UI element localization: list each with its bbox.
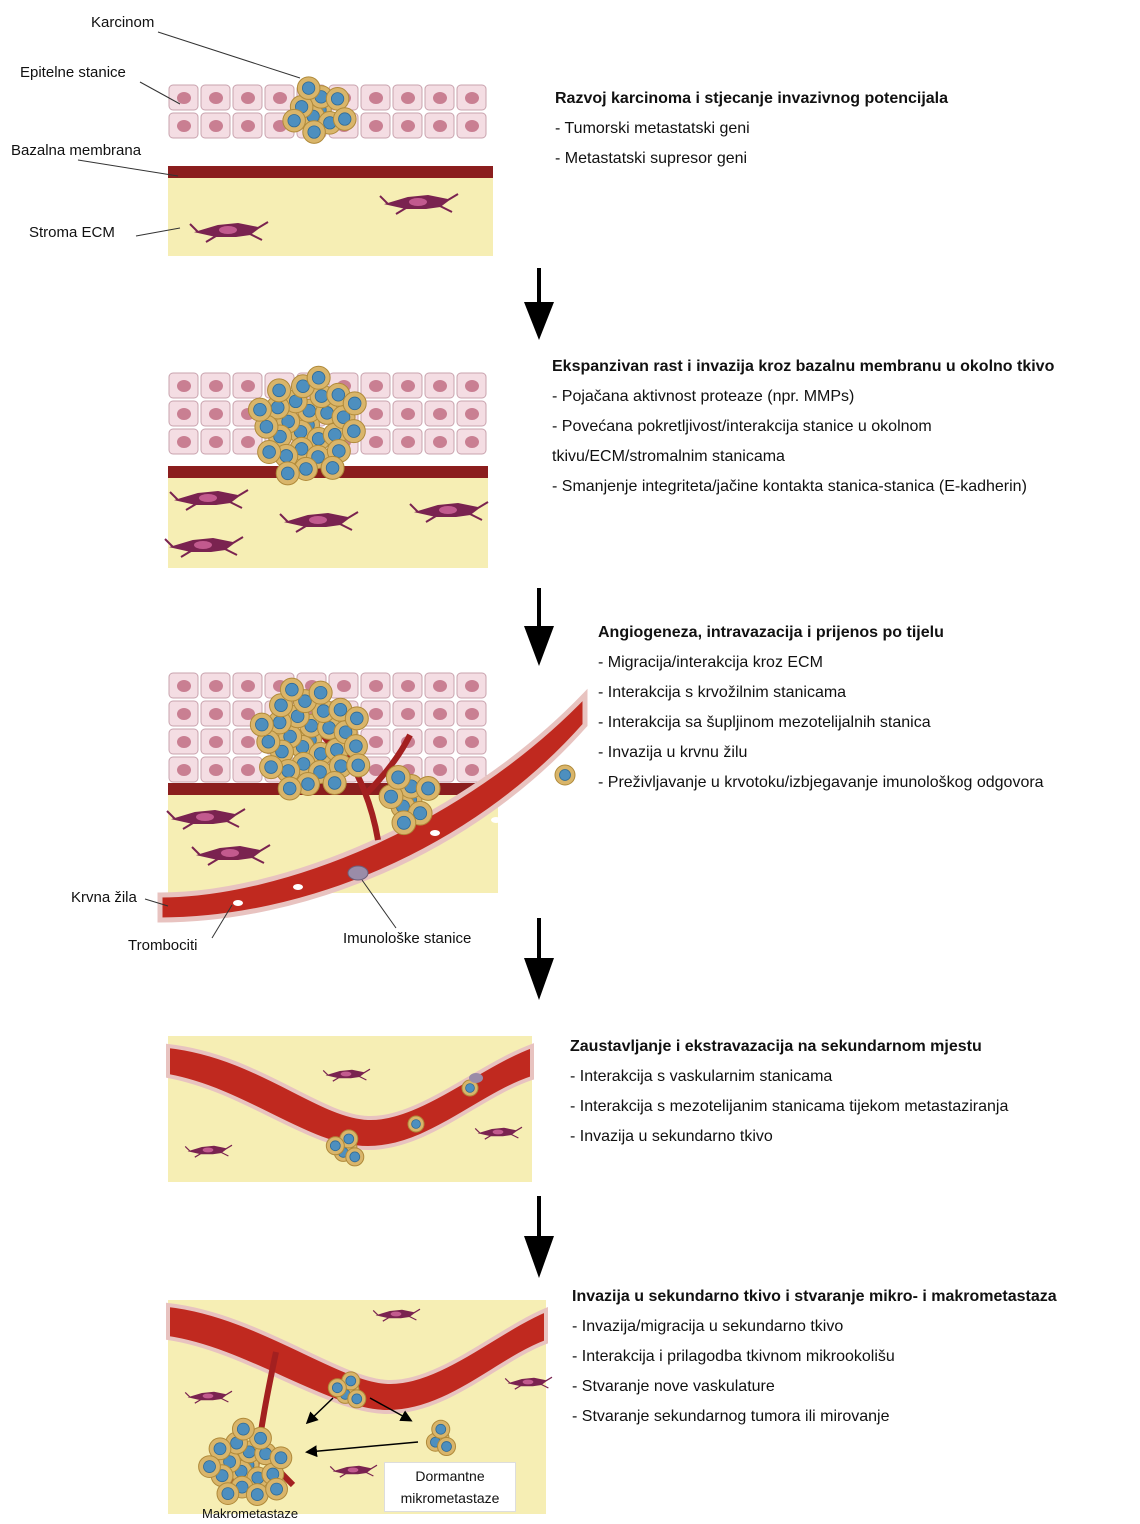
step-title: Zaustavljanje i ekstravazacija na sekund… bbox=[570, 1032, 1008, 1062]
step-title: Ekspanzivan rast i invazija kroz bazalnu… bbox=[552, 352, 1054, 382]
step-title: Razvoj karcinoma i stjecanje invazivnog … bbox=[555, 84, 948, 114]
epithelial-cell bbox=[457, 729, 486, 754]
tumor-cell bbox=[199, 1456, 221, 1478]
epithelial-cell bbox=[425, 401, 454, 426]
epithelial-cell bbox=[425, 673, 454, 698]
panel-4-illustration bbox=[168, 1036, 532, 1182]
step-5-text: Invazija u sekundarno tkivo i stvaranje … bbox=[572, 1282, 1057, 1432]
step-item: - Invazija u krvnu žilu bbox=[598, 738, 1044, 768]
epithelial-cell bbox=[425, 429, 454, 454]
step-2-text: Ekspanzivan rast i invazija kroz bazalnu… bbox=[552, 352, 1054, 502]
step-title: Invazija u sekundarno tkivo i stvaranje … bbox=[572, 1282, 1057, 1312]
tumor-cell bbox=[217, 1483, 239, 1505]
step-item: tkivu/ECM/stromalnim stanicama bbox=[552, 442, 1054, 472]
step-item: - Invazija u sekundarno tkivo bbox=[570, 1122, 1008, 1152]
circulating-tumor-cell bbox=[555, 765, 575, 785]
panel-3-leader-lines bbox=[0, 0, 420, 960]
step-item: - Tumorski metastatski geni bbox=[555, 114, 948, 144]
tumor-cell bbox=[326, 1137, 344, 1155]
tumor-cell bbox=[232, 1418, 254, 1440]
epithelial-cell bbox=[425, 85, 454, 110]
step-4-text: Zaustavljanje i ekstravazacija na sekund… bbox=[570, 1032, 1008, 1152]
epithelial-cell bbox=[425, 701, 454, 726]
epithelial-cell bbox=[457, 85, 486, 110]
label-dormantne-line2: mikrometastaze bbox=[391, 1487, 509, 1509]
step-item: - Preživljavanje u krvotoku/izbjegavanje… bbox=[598, 768, 1044, 798]
step-item: - Povećana pokretljivost/interakcija sta… bbox=[552, 412, 1054, 442]
epithelial-cell bbox=[425, 113, 454, 138]
step-item: - Interakcija sa šupljinom mezotelijalni… bbox=[598, 708, 1044, 738]
label-makrometastaze: Makrometastaze bbox=[202, 1506, 298, 1521]
epithelial-cell bbox=[457, 401, 486, 426]
label-dormantne-line1: Dormantne bbox=[391, 1465, 509, 1487]
step-3-text: Angiogeneza, intravazacija i prijenos po… bbox=[598, 618, 1044, 798]
epithelial-cell bbox=[457, 673, 486, 698]
step-1-text: Razvoj karcinoma i stjecanje invazivnog … bbox=[555, 84, 948, 174]
epithelial-cell bbox=[457, 429, 486, 454]
step-item: - Pojačana aktivnost proteaze (npr. MMPs… bbox=[552, 382, 1054, 412]
tumor-cell bbox=[408, 1116, 424, 1132]
down-arrow-icon bbox=[524, 918, 554, 1000]
tumor-cell bbox=[346, 1148, 364, 1166]
step-item: - Stvaranje sekundarnog tumora ili mirov… bbox=[572, 1402, 1057, 1432]
step-title: Angiogeneza, intravazacija i prijenos po… bbox=[598, 618, 1044, 648]
epithelial-cell bbox=[457, 701, 486, 726]
down-arrow-icon bbox=[524, 268, 554, 340]
step-item: - Migracija/interakcija kroz ECM bbox=[598, 648, 1044, 678]
tumor-cell bbox=[348, 1390, 366, 1408]
platelet bbox=[430, 830, 440, 836]
immune-cell bbox=[469, 1073, 483, 1083]
step-item: - Stvaranje nove vaskulature bbox=[572, 1372, 1057, 1402]
step-item: - Interakcija i prilagodba tkivnom mikro… bbox=[572, 1342, 1057, 1372]
platelet bbox=[491, 817, 501, 823]
epithelial-cell bbox=[457, 113, 486, 138]
tumor-cell bbox=[555, 765, 575, 785]
epithelial-cell bbox=[457, 757, 486, 782]
tumor-cell bbox=[266, 1478, 288, 1500]
tumor-cell bbox=[270, 1447, 292, 1469]
platelet bbox=[505, 807, 515, 813]
step-item: - Metastatski supresor geni bbox=[555, 144, 948, 174]
step-item: - Interakcija s vaskularnim stanicama bbox=[570, 1062, 1008, 1092]
tumor-cell bbox=[438, 1438, 456, 1456]
tumor-cell bbox=[408, 1116, 424, 1132]
tumor-cell bbox=[432, 1420, 450, 1438]
step-item: - Smanjenje integriteta/jačine kontakta … bbox=[552, 472, 1054, 502]
label-dormantne-mikrometastaze: Dormantne mikrometastaze bbox=[384, 1462, 516, 1512]
down-arrow-icon bbox=[524, 1196, 554, 1278]
epithelial-cell bbox=[425, 373, 454, 398]
epithelial-cell bbox=[425, 729, 454, 754]
tumor-cell bbox=[246, 1484, 268, 1506]
step-item: - Interakcija s mezotelijanim stanicama … bbox=[570, 1092, 1008, 1122]
tumor-cell bbox=[328, 1379, 346, 1397]
step-item: - Interakcija s krvožilnim stanicama bbox=[598, 678, 1044, 708]
epithelial-cell bbox=[457, 373, 486, 398]
step-item: - Invazija/migracija u sekundarno tkivo bbox=[572, 1312, 1057, 1342]
